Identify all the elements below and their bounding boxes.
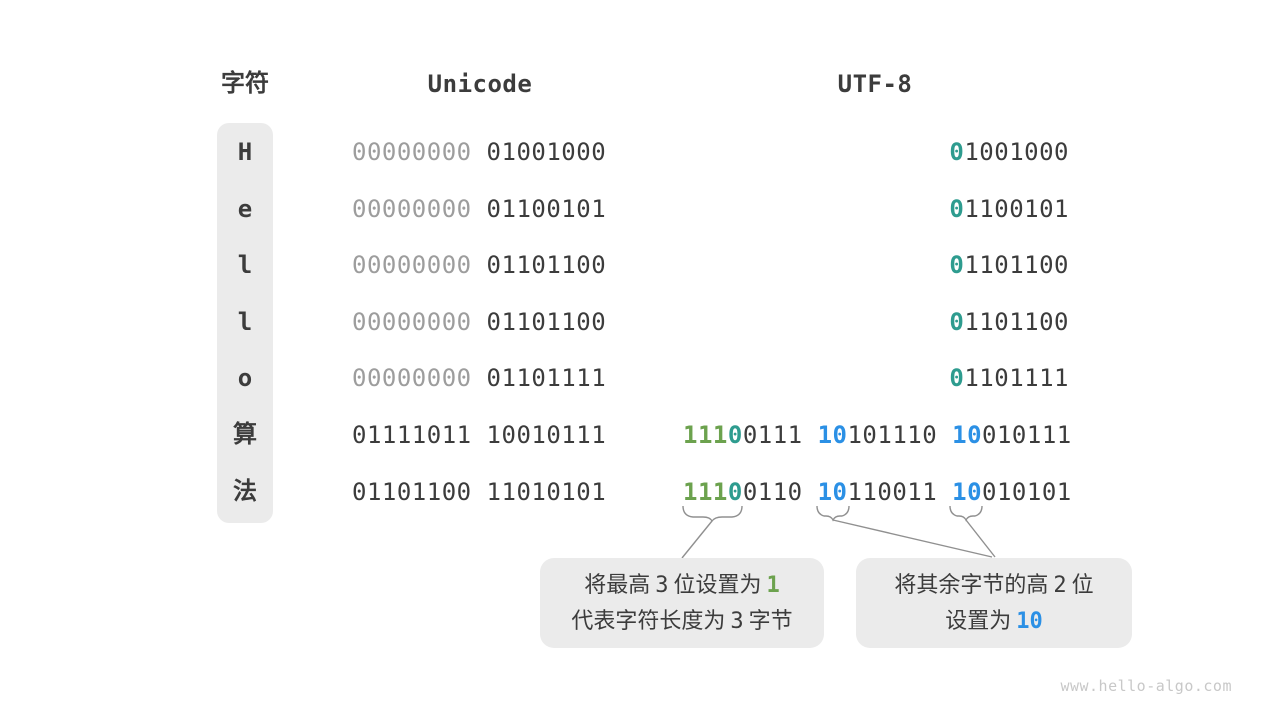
- character-cell: l: [237, 308, 253, 336]
- utf8-bits-row: 01101100: [683, 249, 1069, 281]
- character-column-pill: [217, 123, 273, 523]
- unicode-bits-row: 00000000 01101100: [352, 249, 622, 281]
- bits-segment-dark: 010101: [982, 478, 1072, 506]
- bits-segment-gray: 00000000: [352, 251, 472, 279]
- character-cell: l: [237, 251, 253, 279]
- bits-segment-dark: 1101111: [964, 364, 1069, 392]
- bits-segment-dark: 01101100: [471, 251, 607, 279]
- bits-segment-blue: 10: [952, 421, 983, 449]
- bits-segment-green: 111: [683, 478, 728, 506]
- bits-segment-teal: 0: [727, 478, 743, 506]
- bits-segment-num: 3: [655, 573, 669, 598]
- bits-segment-dark: 1001000: [964, 138, 1069, 166]
- utf8-bits-row: 01100101: [683, 193, 1069, 225]
- unicode-bits-row: 01111011 10010111: [352, 419, 622, 451]
- character-cell: 算: [233, 421, 257, 448]
- bits-segment-dark: 1101100: [964, 251, 1069, 279]
- bits-segment-blue: 10: [1016, 609, 1043, 634]
- bits-segment-dark: 将其余字节的高: [894, 572, 1049, 597]
- utf8-bits-row: 01101100: [683, 306, 1069, 338]
- bits-segment-teal: 0: [949, 364, 965, 392]
- bits-segment-green: 111: [683, 421, 728, 449]
- bits-segment-gray: 00000000: [352, 364, 472, 392]
- bits-segment-gray: 00000000: [352, 195, 472, 223]
- utf8-bits-row: 11100111 10101110 10010111: [683, 419, 1072, 451]
- bits-segment-teal: 0: [949, 138, 965, 166]
- bits-segment-blue: 10: [952, 478, 983, 506]
- bits-segment-dark: 1100101: [964, 195, 1069, 223]
- bits-segment-dark: 将最高: [584, 572, 651, 597]
- bits-segment-teal: 0: [949, 195, 965, 223]
- character-cell: 法: [233, 478, 257, 505]
- bits-segment-green: 1: [766, 573, 780, 598]
- bits-segment-blue: 10: [817, 421, 848, 449]
- connector-line-box2-right: [965, 519, 996, 558]
- unicode-bits-row: 01101100 11010101: [352, 476, 622, 508]
- underbrace-10b-icon: [949, 505, 983, 522]
- bits-segment-dark: 位: [1071, 572, 1094, 597]
- header-char-column: 字符: [221, 70, 269, 97]
- bits-segment-dark: 1101100: [964, 308, 1069, 336]
- header-utf8-column: UTF-8: [837, 70, 913, 98]
- unicode-bits-row: 00000000 01100101: [352, 193, 622, 225]
- bits-segment-gray: 00000000: [352, 308, 472, 336]
- character-cell: e: [237, 195, 253, 223]
- bits-segment-dark: 110011: [847, 478, 953, 506]
- character-cell: H: [237, 138, 253, 166]
- unicode-bits-row: 00000000 01101111: [352, 362, 622, 394]
- unicode-bits-row: 00000000 01101100: [352, 306, 622, 338]
- bits-segment-dark: 010111: [982, 421, 1072, 449]
- bits-segment-dark: 0110: [742, 478, 818, 506]
- bits-segment-dark: 01100101: [471, 195, 607, 223]
- bits-segment-dark: 101110: [847, 421, 953, 449]
- bits-segment-dark: 0111: [742, 421, 818, 449]
- underbrace-10a-icon: [816, 505, 850, 522]
- bits-segment-dark: 01101111: [471, 364, 607, 392]
- bits-segment-num: 2: [1053, 573, 1067, 598]
- utf8-bits-row: 01101111: [683, 362, 1069, 394]
- bits-segment-dark: 01101100 11010101: [352, 478, 607, 506]
- bits-segment-dark: 位设置为: [673, 572, 762, 597]
- utf8-bits-row: 01001000: [683, 136, 1069, 168]
- header-unicode-column: Unicode: [427, 70, 533, 98]
- watermark: www.hello-algo.com: [1060, 677, 1232, 695]
- utf8-bits-row: 11100110 10110011 10010101: [683, 476, 1072, 508]
- bits-segment-dark: 01101100: [471, 308, 607, 336]
- bits-segment-dark: 设置为: [945, 608, 1012, 633]
- underbrace-1110-icon: [682, 505, 743, 523]
- connector-line-box1: [681, 520, 713, 559]
- character-cell: o: [237, 364, 253, 392]
- bits-segment-dark: 01001000: [471, 138, 607, 166]
- unicode-bits-row: 00000000 01001000: [352, 136, 622, 168]
- bits-segment-dark: 字节: [748, 608, 793, 633]
- bits-segment-teal: 0: [949, 308, 965, 336]
- bits-segment-dark: 01111011 10010111: [352, 421, 607, 449]
- bits-segment-blue: 10: [817, 478, 848, 506]
- bits-segment-num: 3: [730, 609, 744, 634]
- connector-line-box2-left: [832, 519, 993, 558]
- bits-segment-teal: 0: [727, 421, 743, 449]
- bits-segment-teal: 0: [949, 251, 965, 279]
- bits-segment-dark: 代表字符长度为: [571, 608, 726, 633]
- bits-segment-gray: 00000000: [352, 138, 472, 166]
